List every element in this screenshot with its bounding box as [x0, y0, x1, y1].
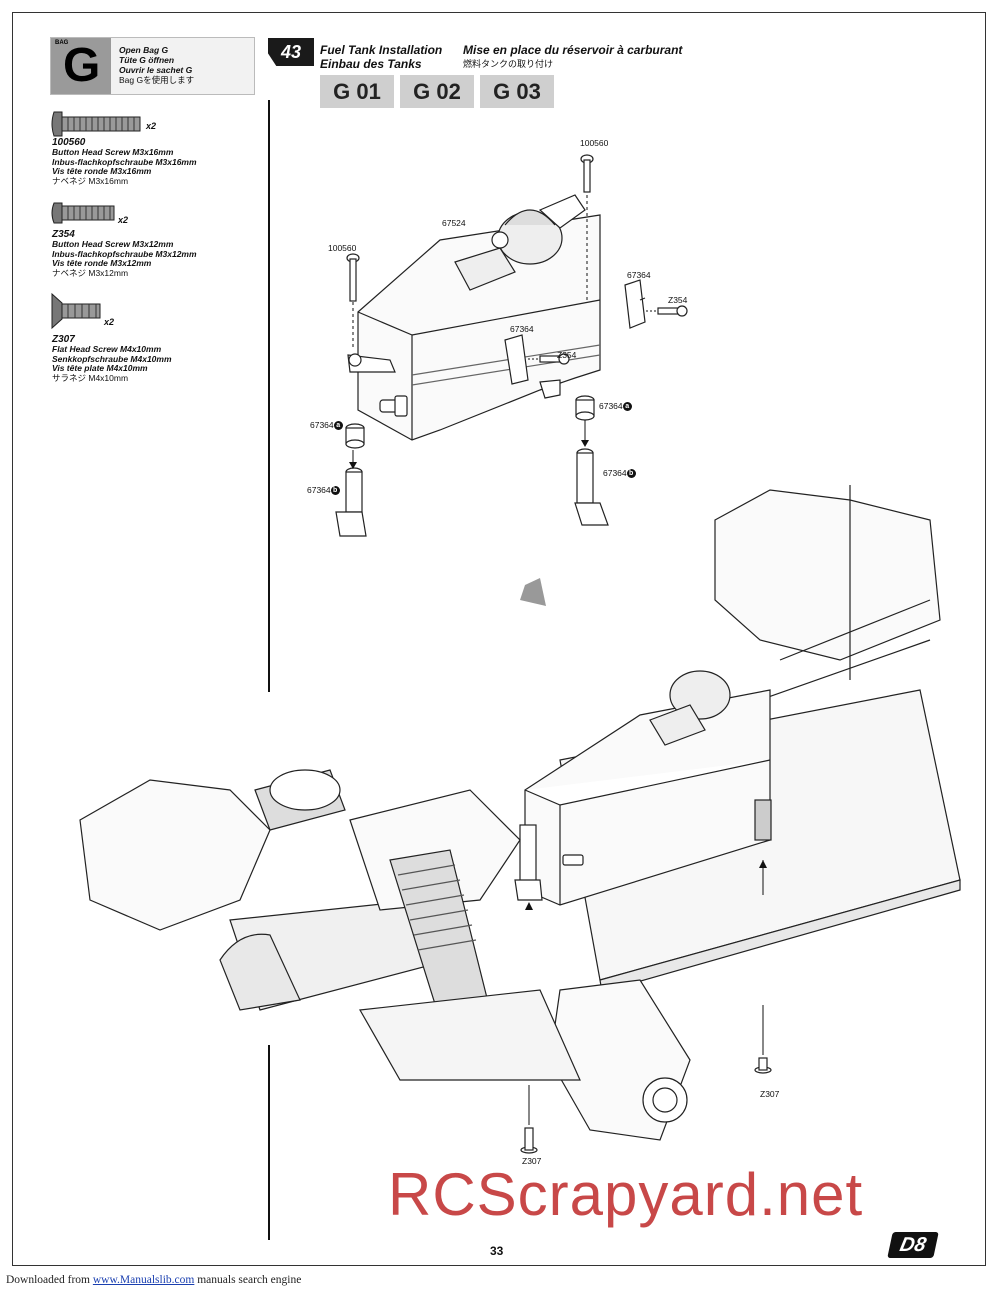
clip-67364-mid: [504, 334, 529, 385]
page-frame: [12, 12, 986, 1266]
watermark-text: RCScrapyard.net: [388, 1161, 864, 1228]
bag-letter: G: [63, 39, 101, 92]
step-number: 43: [268, 38, 314, 66]
screw-z307-right: [754, 1057, 772, 1074]
screw-z307-icon: [51, 292, 101, 330]
bag-letter-box: BAG G: [51, 38, 111, 94]
bag-line-jp: Bag Gを使用します: [119, 75, 195, 85]
badge-b: b: [330, 486, 340, 496]
part-name-de: Inbus-flachkopfschraube M3x12mm: [52, 248, 197, 259]
callout-100560-top: 100560: [580, 138, 609, 148]
spacer-67364a-left: [345, 423, 365, 449]
callout-100560-left: 100560: [328, 243, 357, 253]
part-qty-100560: x2: [146, 121, 157, 131]
left-divider-top: [268, 100, 270, 692]
callout-z354-mid: Z354: [557, 350, 577, 360]
step-title-de: Einbau des Tanks: [320, 57, 422, 71]
callout-67364-right: 67364: [627, 270, 651, 280]
part-code: Z354: [52, 229, 75, 240]
part-name-fr: Vis tête plate M4x10mm: [52, 363, 148, 373]
callout-67524: 67524: [442, 218, 466, 228]
callout-z307-right: Z307: [760, 1089, 780, 1099]
part-name-jp: ナベネジ M3x16mm: [52, 175, 129, 186]
left-divider-bottom: [268, 1045, 270, 1240]
tab-g03: G 03: [480, 75, 554, 108]
step-title-jp: 燃料タンクの取り付け: [463, 59, 554, 69]
part-name-fr: Vis tête ronde M3x16mm: [52, 166, 152, 176]
part-100560: 100560 Button Head Screw M3x16mm Inbus-f…: [52, 137, 197, 186]
fuel-tank-exploded: [347, 194, 601, 441]
callout-z354-right: Z354: [668, 295, 688, 305]
bag-line-de: Tüte G öffnen: [119, 55, 175, 65]
tab-g02: G 02: [400, 75, 474, 108]
part-name-de: Inbus-flachkopfschraube M3x16mm: [52, 156, 197, 167]
callout-67364-mid: 67364: [510, 324, 534, 334]
screw-z354-right: [657, 305, 688, 317]
post-67364b-left: [335, 467, 367, 537]
tab-g01: G 01: [320, 75, 394, 108]
callout-code: 67364: [599, 401, 623, 411]
bag-line-en: Open Bag G: [119, 45, 169, 55]
badge-b: b: [626, 469, 636, 479]
part-name-de: Senkkopfschraube M4x10mm: [52, 353, 172, 364]
step-title-fr: Mise en place du réservoir à carburant: [463, 43, 683, 57]
post-67364b-right: [574, 448, 609, 526]
part-name-jp: ナベネジ M3x12mm: [52, 267, 129, 278]
part-name-fr: Vis tête ronde M3x12mm: [52, 258, 152, 268]
part-name-jp: サラネジ M4x10mm: [52, 372, 129, 383]
bag-line-fr: Ouvrir le sachet G: [119, 65, 193, 75]
screw-z354-mid: [539, 353, 570, 365]
bag-instructions: Open Bag G Tüte G öffnen Ouvrir le sache…: [119, 45, 194, 85]
screw-100560-top: [580, 154, 594, 193]
part-z354: Z354 Button Head Screw M3x12mm Inbus-fla…: [52, 229, 197, 278]
bag-header: BAG G Open Bag G Tüte G öffnen Ouvrir le…: [50, 37, 255, 95]
screw-100560-icon: [51, 111, 141, 137]
callout-code: 67364: [603, 468, 627, 478]
screw-z307-bottom: [520, 1127, 538, 1154]
footer-suffix: manuals search engine: [197, 1274, 302, 1286]
clip-67364-right: [624, 279, 646, 329]
footer: Downloaded from www.Manualslib.com manua…: [6, 1274, 301, 1286]
callout-z307-bottom: Z307: [522, 1156, 542, 1166]
callout-code: 67364: [310, 420, 334, 430]
footer-prefix: Downloaded from: [6, 1274, 90, 1286]
part-name-en: Button Head Screw M3x16mm: [52, 147, 174, 157]
step-title-en: Fuel Tank Installation: [320, 43, 443, 57]
bag-tag: BAG: [55, 40, 69, 46]
badge-a: a: [333, 421, 343, 431]
part-qty-z354: x2: [118, 215, 129, 225]
page-number: 33: [490, 1244, 504, 1258]
callout-code: 67364: [307, 485, 331, 495]
d8-logo: D8: [887, 1232, 939, 1258]
part-code: 100560: [52, 137, 86, 148]
badge-a: a: [622, 402, 632, 412]
screw-100560-left: [346, 253, 360, 302]
part-z307: Z307 Flat Head Screw M4x10mm Senkkopfsch…: [52, 334, 172, 383]
part-qty-z307: x2: [104, 317, 115, 327]
part-code: Z307: [52, 334, 75, 345]
manualslib-link[interactable]: www.Manualslib.com: [92, 1274, 195, 1286]
part-name-en: Flat Head Screw M4x10mm: [52, 344, 162, 354]
part-name-en: Button Head Screw M3x12mm: [52, 239, 174, 249]
spacer-67364a-right: [575, 395, 595, 421]
screw-z354-icon: [51, 202, 115, 224]
